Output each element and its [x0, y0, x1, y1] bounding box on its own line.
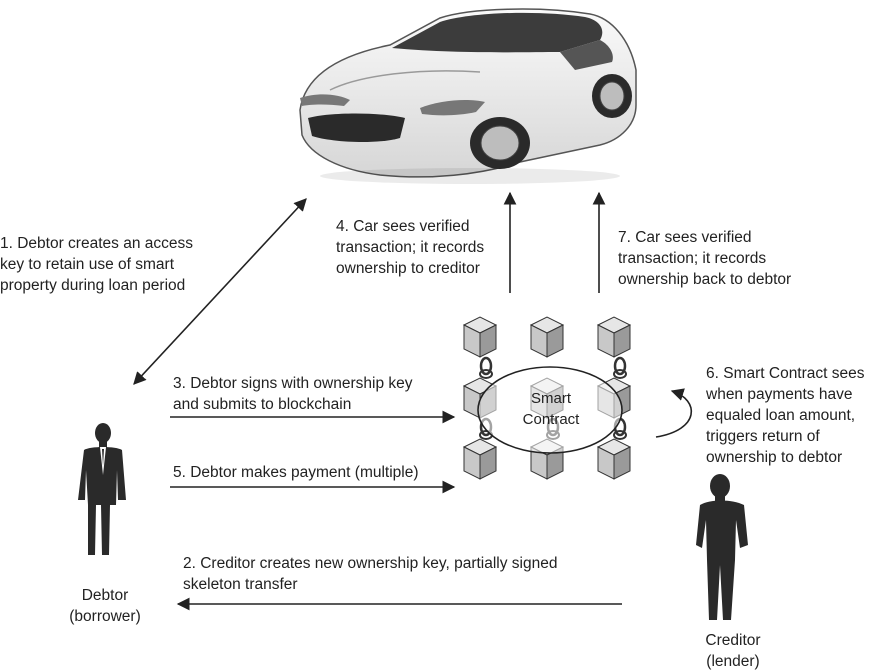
arrow-step1: [133, 198, 307, 385]
arrow-step6: [655, 388, 693, 438]
step5-label: 5. Debtor makes payment (multiple): [173, 464, 419, 481]
smart-contract-ellipse: [477, 366, 623, 454]
businessman-silhouette: [78, 423, 126, 555]
man-silhouette: [696, 474, 748, 620]
debtor-label: Debtor(borrower): [69, 587, 141, 625]
creditor-label: Creditor(lender): [705, 632, 761, 670]
step2-label: 2. Creditor creates new ownership key, p…: [183, 555, 558, 593]
car-illustration: [299, 8, 637, 184]
